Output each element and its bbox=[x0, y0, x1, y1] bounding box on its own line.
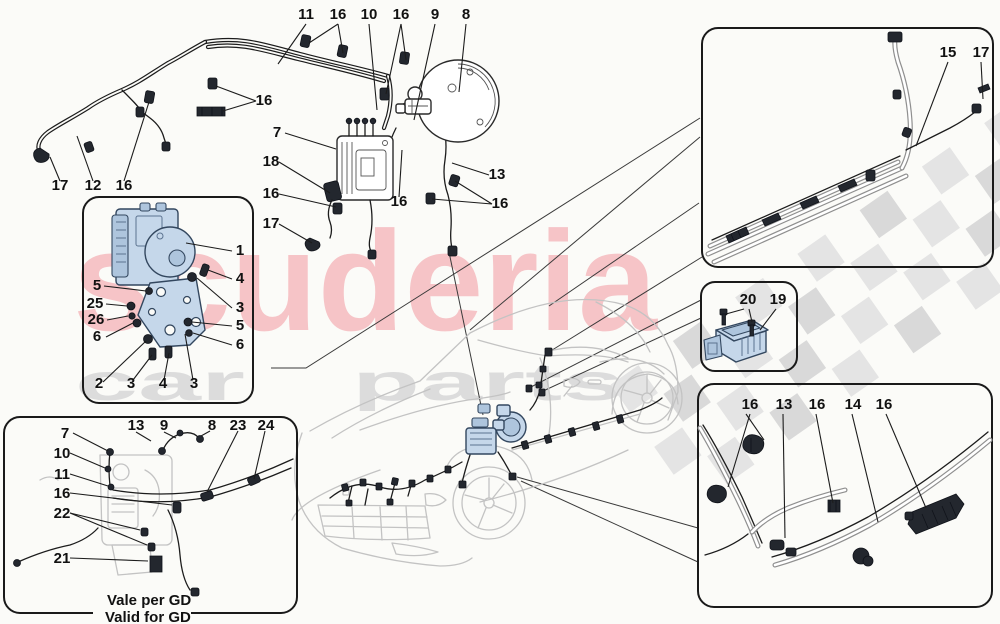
top-right-box: 15 17 bbox=[701, 27, 994, 268]
main-leader-lines bbox=[49, 23, 493, 244]
abs-box-leaders bbox=[102, 242, 233, 383]
callout: 3 bbox=[236, 299, 244, 316]
callout: 23 bbox=[230, 417, 247, 434]
callout: 16 bbox=[492, 195, 509, 212]
callout: 16 bbox=[742, 396, 759, 413]
callout: 16 bbox=[330, 6, 347, 23]
sensor-leaders bbox=[725, 308, 777, 331]
callout: 13 bbox=[776, 396, 793, 413]
rear-wheel bbox=[611, 362, 683, 434]
callout: 12 bbox=[85, 177, 102, 194]
front-pipes bbox=[697, 424, 993, 568]
bottom-right-box: 16 13 16 14 16 bbox=[697, 383, 993, 608]
callout: 8 bbox=[462, 6, 470, 23]
callout: 10 bbox=[54, 445, 71, 462]
callout: 21 bbox=[54, 550, 71, 567]
callout: 7 bbox=[273, 124, 281, 141]
callout: 6 bbox=[236, 336, 244, 353]
bottom-left-callouts: 13 9 8 23 24 7 10 11 16 22 21 bbox=[54, 417, 275, 567]
callout: 9 bbox=[160, 417, 168, 434]
callout: 5 bbox=[93, 277, 101, 294]
callout: 13 bbox=[128, 417, 145, 434]
abs-detail-box: 1 4 3 5 6 5 25 26 6 2 3 4 3 bbox=[82, 196, 254, 404]
callout: 2 bbox=[95, 375, 103, 392]
validity-note: Vale per GD Valid for GD bbox=[105, 592, 191, 624]
callout: 8 bbox=[208, 417, 216, 434]
callout: 16 bbox=[391, 193, 408, 210]
callout: 17 bbox=[973, 44, 990, 61]
callout: 25 bbox=[87, 295, 104, 312]
callout: 4 bbox=[159, 375, 168, 392]
callout: 13 bbox=[489, 166, 506, 183]
cross-reference-lines bbox=[271, 117, 703, 563]
checkered-flag-watermark bbox=[610, 103, 1000, 485]
abs-box-callouts: 1 4 3 5 6 5 25 26 6 2 3 4 3 bbox=[87, 242, 245, 392]
rear-pipes bbox=[705, 31, 991, 265]
callout: 18 bbox=[263, 153, 280, 170]
abs-unit-main bbox=[323, 117, 394, 260]
callout: 17 bbox=[263, 215, 280, 232]
callout: 7 bbox=[61, 425, 69, 442]
callout: 3 bbox=[127, 375, 135, 392]
sensor-box: 20 19 bbox=[700, 281, 798, 372]
bottom-left-leaders bbox=[69, 430, 266, 562]
car-abs-unit bbox=[465, 417, 497, 455]
note-line-1: Vale per GD bbox=[107, 592, 191, 609]
callout: 20 bbox=[740, 291, 757, 308]
front-wheel bbox=[452, 466, 526, 540]
car-brake-system-overlay bbox=[329, 347, 663, 507]
callout: 24 bbox=[258, 417, 275, 434]
callout: 14 bbox=[845, 396, 862, 413]
callout: 19 bbox=[770, 291, 787, 308]
callout: 3 bbox=[190, 375, 198, 392]
callout: 16 bbox=[809, 396, 826, 413]
callout: 16 bbox=[116, 177, 133, 194]
bottom-left-box: 13 9 8 23 24 7 10 11 16 22 21 Vale per G… bbox=[3, 416, 298, 624]
callout: 26 bbox=[88, 311, 105, 328]
callout: 16 bbox=[876, 396, 893, 413]
callout: 16 bbox=[393, 6, 410, 23]
brake-booster bbox=[395, 59, 500, 143]
callout: 16 bbox=[263, 185, 280, 202]
top-right-leaders bbox=[915, 61, 984, 147]
note-line-2: Valid for GD bbox=[105, 609, 191, 624]
callout: 17 bbox=[52, 177, 69, 194]
main-callouts: 11 16 10 16 9 8 17 12 16 16 7 18 16 17 1… bbox=[52, 6, 509, 232]
main-brake-lines-diagram: 11 16 10 16 9 8 17 12 16 16 7 18 16 17 1… bbox=[33, 6, 509, 260]
callout: 9 bbox=[431, 6, 439, 23]
watermark-word-parts: parts bbox=[352, 354, 624, 412]
car-outline bbox=[291, 298, 683, 567]
callout: 4 bbox=[236, 270, 245, 287]
yaw-sensor bbox=[703, 308, 769, 363]
callout: 6 bbox=[93, 328, 101, 345]
bottom-right-callouts: 16 13 16 14 16 bbox=[742, 396, 893, 413]
callout: 5 bbox=[236, 317, 244, 334]
callout: 15 bbox=[940, 44, 957, 61]
car-booster-unit bbox=[477, 403, 527, 443]
callout: 22 bbox=[54, 505, 71, 522]
bottom-right-leaders bbox=[727, 413, 927, 539]
callout: 11 bbox=[298, 6, 314, 23]
callout: 10 bbox=[361, 6, 378, 23]
callout: 11 bbox=[54, 466, 70, 483]
watermark-layer: scuderia car parts bbox=[73, 103, 1000, 485]
callout: 1 bbox=[236, 242, 244, 259]
abs-pump-detail bbox=[111, 202, 210, 361]
callout: 16 bbox=[256, 92, 273, 109]
callout: 16 bbox=[54, 485, 71, 502]
